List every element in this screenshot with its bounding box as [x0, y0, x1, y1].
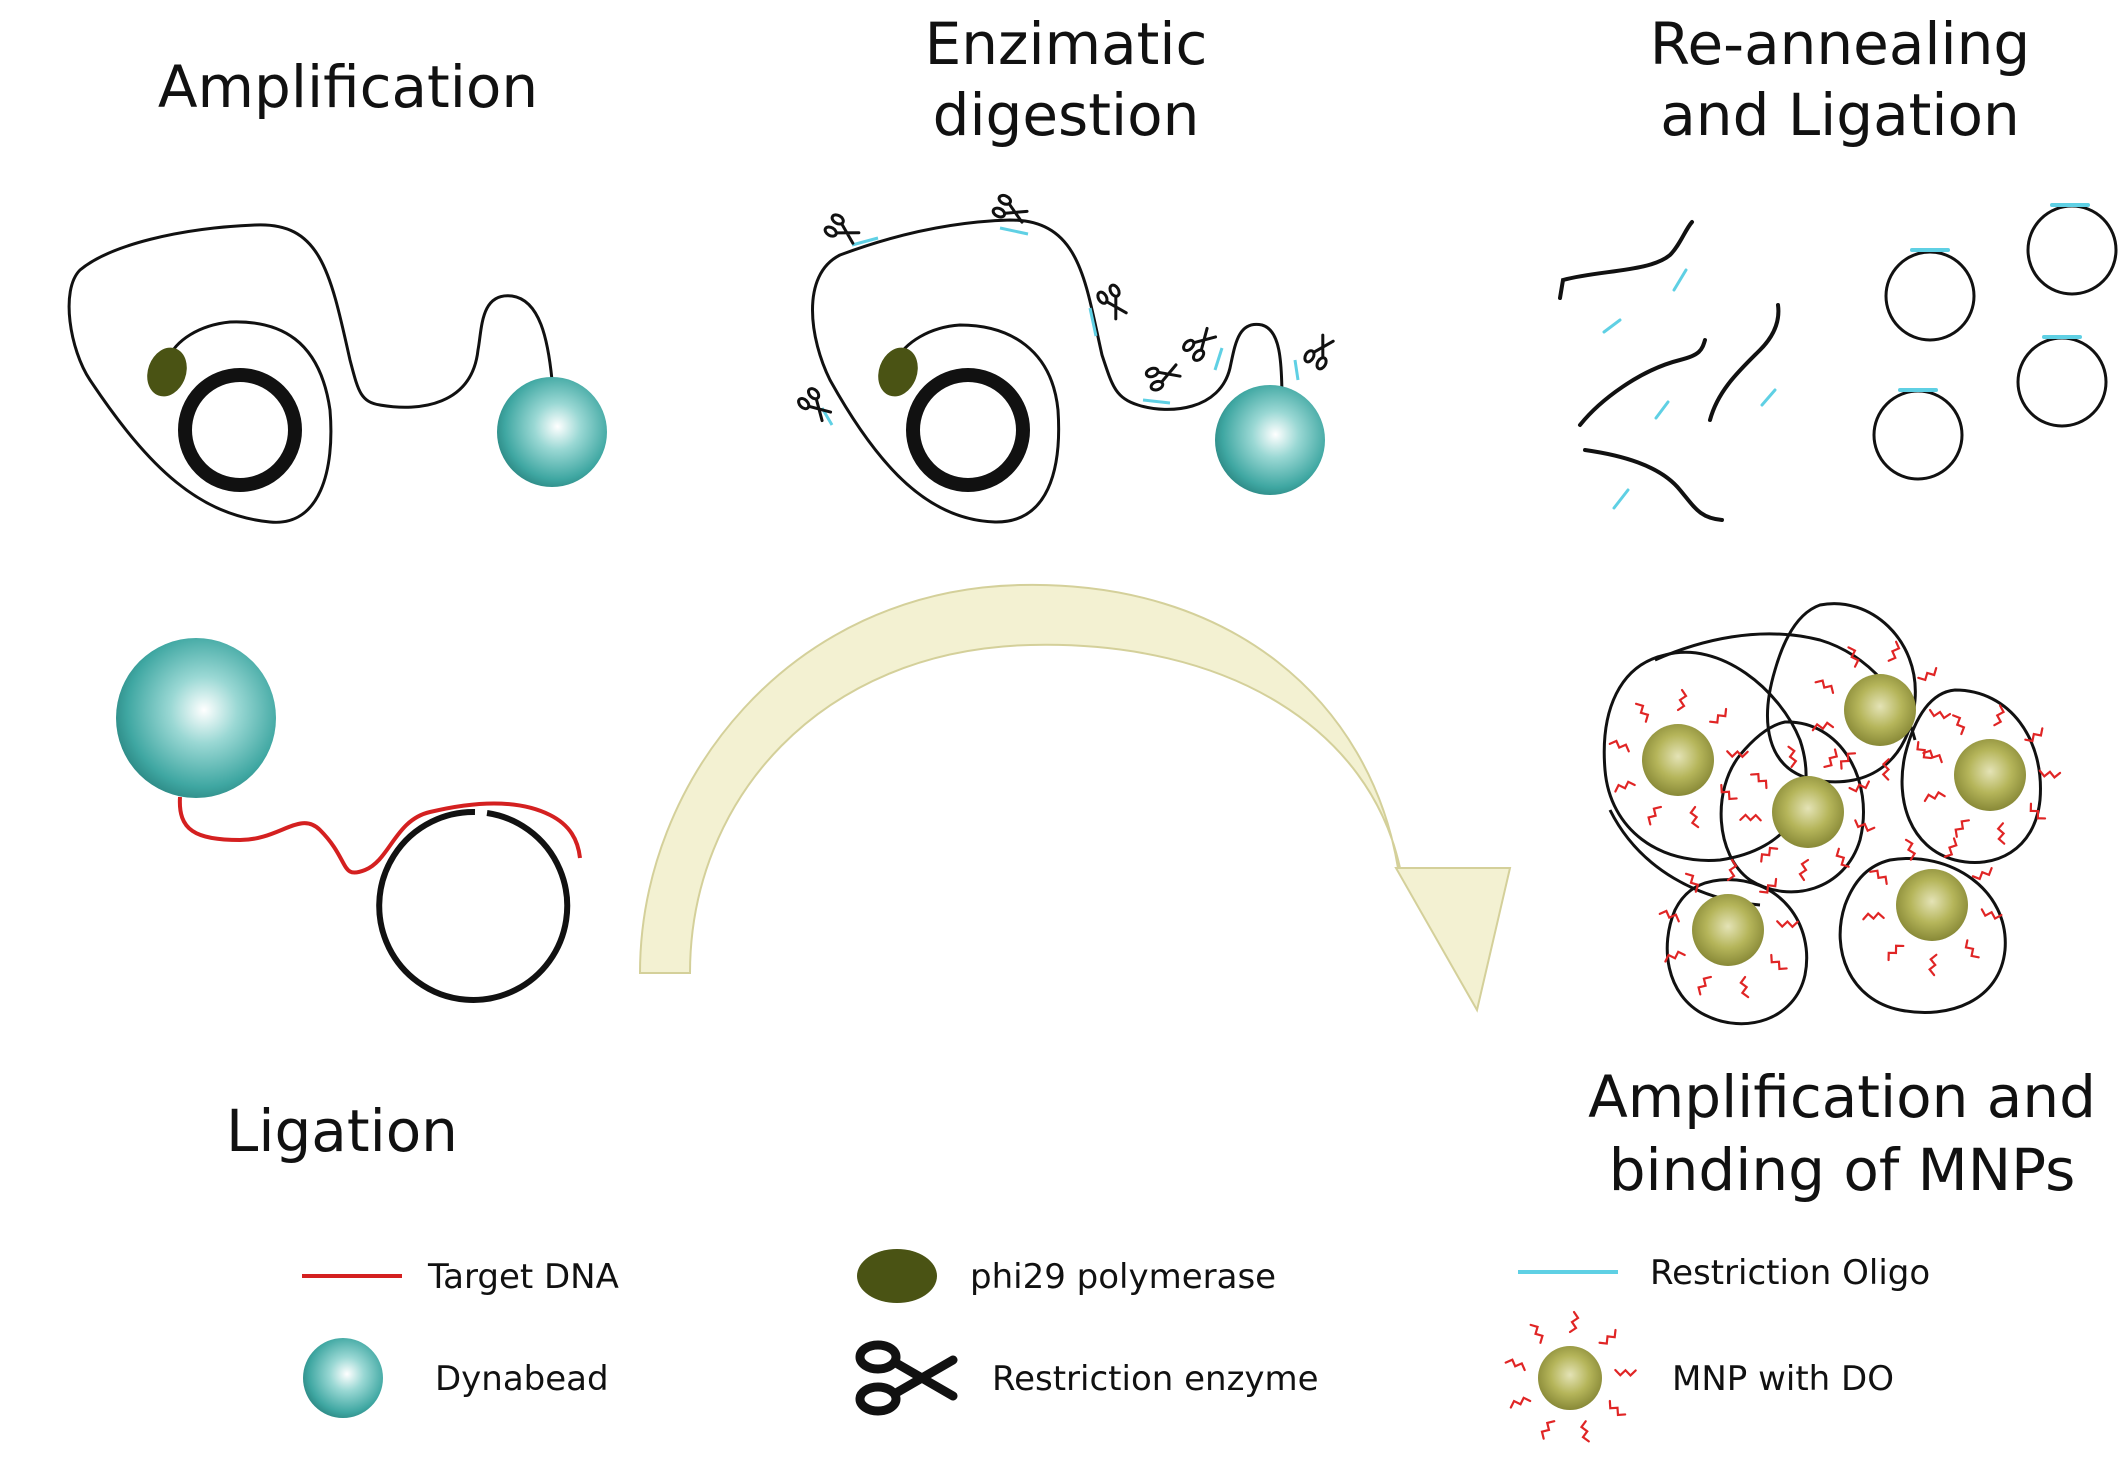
- restriction-oligos: [1602, 268, 1777, 510]
- rca-product-strand: [811, 218, 1284, 524]
- mnp-with-do: [1738, 744, 1877, 882]
- ligation-panel: [116, 638, 582, 1003]
- reannealing-panel: [1558, 203, 2118, 522]
- dynabead: [497, 377, 607, 487]
- amplification-panel: [67, 223, 607, 524]
- digestion-panel: [795, 192, 1340, 524]
- mnp-with-do: [1810, 639, 1952, 782]
- phi29-polymerase: [878, 347, 918, 397]
- digestion-title-line2: digestion: [933, 81, 1200, 149]
- restriction-oligos-on-circles: [1898, 203, 2090, 392]
- mnp-icon: [1503, 1310, 1638, 1444]
- legend: Target DNA Dynabead phi29 polymerase Res…: [302, 1249, 1930, 1444]
- restriction-oligos: [820, 226, 1300, 426]
- legend-mnp-label: MNP with DO: [1672, 1359, 1894, 1399]
- legend-restriction-oligo-label: Restriction Oligo: [1650, 1253, 1930, 1293]
- process-arrow: [638, 583, 1512, 1013]
- mnps: [1607, 639, 2062, 1000]
- mnp-binding-title-line2: binding of MNPs: [1609, 1136, 2076, 1204]
- dynabead: [116, 638, 276, 798]
- legend-item-mnp: MNP with DO: [1503, 1310, 1894, 1444]
- religated-circles: [1872, 204, 2118, 481]
- scissors-icon: [1094, 282, 1133, 323]
- rca-networks: [1602, 602, 2042, 1026]
- mnp-network-panel: [1602, 602, 2062, 1026]
- digested-fragments: [1558, 220, 1781, 522]
- padlock-probe-circle: [376, 808, 571, 1003]
- scissors-icon: [822, 211, 863, 250]
- mnp-with-do: [1607, 688, 1750, 830]
- amplification-title: Amplification: [158, 53, 538, 121]
- reannealing-title-line1: Re-annealing: [1650, 10, 2030, 78]
- scissors-icon: [1301, 331, 1340, 372]
- legend-item-target-dna: Target DNA: [302, 1257, 619, 1297]
- rca-product-strand: [67, 223, 554, 524]
- scissors-icon: [1180, 323, 1221, 364]
- digestion-title-line1: Enzimatic: [925, 10, 1208, 78]
- target-dna-strand: [177, 796, 582, 875]
- phi29-polymerase-icon: [857, 1249, 937, 1303]
- legend-item-dynabead: Dynabead: [303, 1338, 609, 1418]
- mnp-with-do: [1861, 836, 2003, 977]
- dynabead-icon: [303, 1338, 383, 1418]
- legend-restriction-enzyme-label: Restriction enzyme: [992, 1359, 1319, 1399]
- mnp-binding-title-line1: Amplification and: [1588, 1063, 2096, 1131]
- scissors-icon: [1143, 358, 1184, 393]
- dynabead: [1215, 385, 1325, 495]
- mnp-with-do: [1657, 858, 1800, 1000]
- legend-item-restriction-enzyme: Restriction enzyme: [860, 1345, 1319, 1411]
- scissors-icon: [860, 1345, 953, 1411]
- legend-target-dna-label: Target DNA: [427, 1257, 619, 1297]
- legend-dynabead-label: Dynabead: [435, 1359, 609, 1399]
- legend-phi29-label: phi29 polymerase: [970, 1257, 1276, 1297]
- legend-item-restriction-oligo: Restriction Oligo: [1518, 1253, 1930, 1293]
- ligation-title: Ligation: [226, 1097, 458, 1165]
- circular-template: [178, 368, 302, 492]
- phi29-polymerase: [147, 347, 187, 397]
- reannealing-title-line2: and Ligation: [1660, 81, 2019, 149]
- circular-template: [906, 368, 1030, 492]
- legend-item-phi29: phi29 polymerase: [857, 1249, 1276, 1303]
- mnp-with-do: [1921, 704, 2062, 846]
